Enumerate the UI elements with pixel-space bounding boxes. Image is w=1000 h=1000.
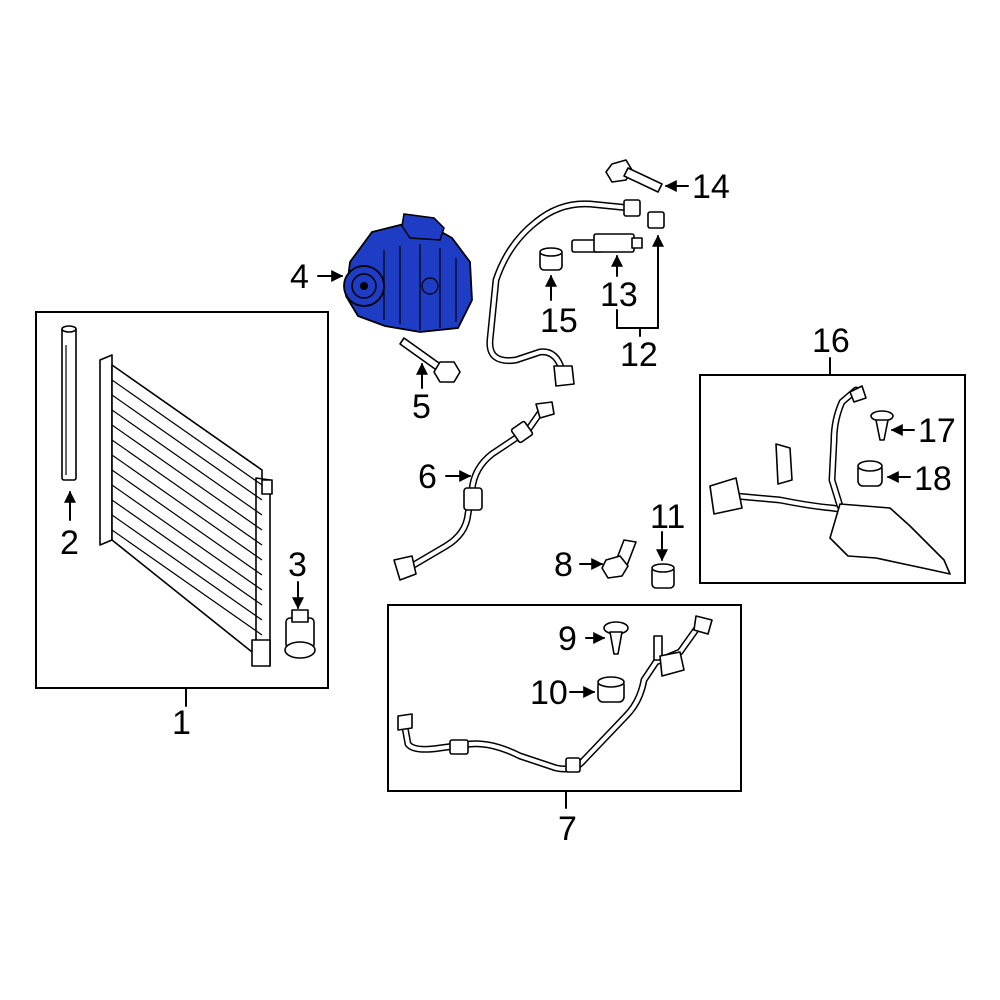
part-1-condenser[interactable] — [99, 354, 273, 667]
part-6-discharge-hose[interactable] — [393, 401, 555, 581]
part-10-grommet[interactable] — [597, 676, 625, 703]
callout-18: 18 — [914, 460, 952, 498]
callout-9: 9 — [558, 620, 577, 658]
callout-14: 14 — [692, 168, 730, 206]
callout-3: 3 — [288, 546, 307, 584]
callout-1: 1 — [172, 704, 191, 742]
callout-8: 8 — [554, 546, 573, 584]
part-18-grommet[interactable] — [857, 460, 883, 487]
callout-16: 16 — [812, 322, 850, 360]
part-5-bolt[interactable] — [399, 337, 461, 383]
callout-2: 2 — [60, 524, 79, 562]
liquid-line-group-box — [387, 604, 742, 792]
part-11-cap[interactable] — [651, 563, 675, 589]
callout-11: 11 — [650, 498, 685, 536]
part-9-screw[interactable] — [603, 621, 629, 655]
condenser-group-box — [35, 311, 329, 689]
part-4-compressor[interactable] — [343, 213, 473, 333]
part-15-cap[interactable] — [539, 247, 563, 271]
callout-13: 13 — [600, 276, 638, 314]
hose-assembly-group-box — [699, 374, 966, 584]
part-13-valve-core[interactable] — [571, 233, 643, 253]
part-2-drier-tube[interactable] — [61, 325, 77, 481]
callout-5: 5 — [412, 388, 431, 426]
part-12-suction-line[interactable] — [486, 199, 665, 387]
callout-12: 12 — [620, 336, 658, 374]
part-14-bolt[interactable] — [605, 159, 663, 193]
callout-17: 17 — [918, 412, 956, 450]
part-16-hose-assembly[interactable] — [709, 385, 951, 575]
condenser-fins — [111, 379, 263, 636]
callout-15: 15 — [540, 302, 578, 340]
callout-4: 4 — [290, 258, 309, 296]
part-3-pressure-switch[interactable] — [284, 609, 316, 659]
callout-10: 10 — [530, 674, 568, 712]
callout-6: 6 — [418, 458, 437, 496]
part-7-liquid-line[interactable] — [397, 615, 713, 773]
part-17-screw[interactable] — [870, 410, 894, 441]
callout-7: 7 — [558, 810, 577, 848]
part-8-bolt[interactable] — [601, 539, 637, 579]
